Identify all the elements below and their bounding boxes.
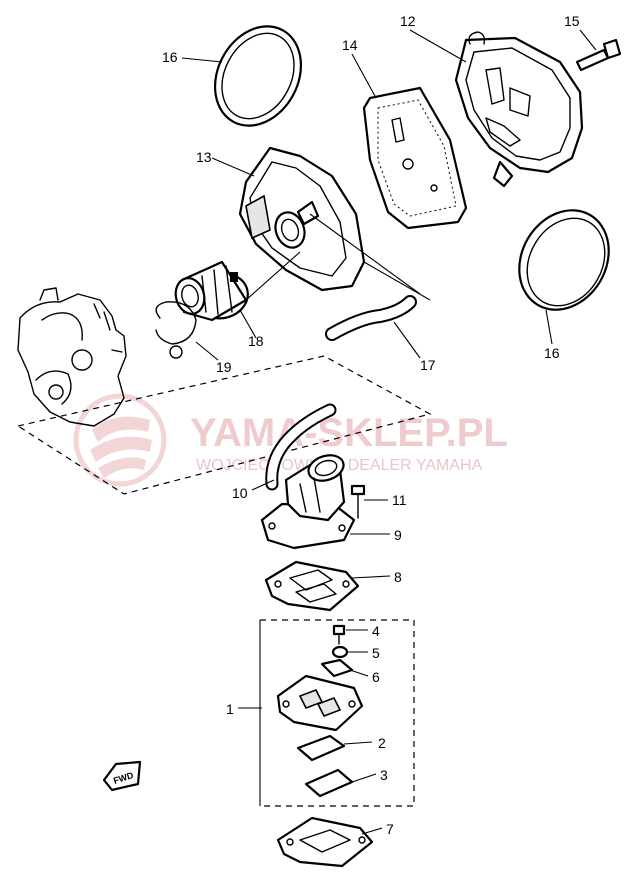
part-15-screw [575,38,622,72]
callout-15: 15 [564,13,580,29]
engine-block-silhouette [17,287,127,427]
watermark-title: YAMA-SKLEP.PL [190,411,508,455]
callout-10: 10 [232,485,248,501]
part-16-cover-left [213,25,303,127]
callout-numbers: 16 12 15 14 13 18 19 17 16 10 11 9 8 4 5… [162,13,580,837]
part-16-cover-right [518,209,610,311]
part-5-washer [331,645,349,659]
callout-16-top: 16 [162,49,178,65]
part-4-screw [332,624,346,645]
part-19-clamp [155,301,197,359]
part-18-joint [174,260,249,322]
leader-lines [181,29,597,835]
watermark-logo [73,393,167,487]
callout-12: 12 [400,13,416,29]
part-12-air-case [454,31,584,188]
part-6-stopper [320,658,354,678]
part-7-gasket [276,816,374,868]
callout-5: 5 [372,645,380,661]
fwd-direction-marker: FWD [102,760,142,792]
callout-7: 7 [386,821,394,837]
part-13-airbox-cover [238,146,366,292]
part-2-reed [296,734,346,762]
callout-16-right: 16 [544,345,560,361]
callout-8: 8 [394,569,402,585]
callout-19: 19 [216,359,232,375]
callout-9: 9 [394,527,402,543]
callout-1: 1 [226,701,234,717]
callout-11: 11 [392,492,407,508]
part-3-reed [304,768,354,798]
part-9-intake-manifold [260,454,356,550]
part-1-reed-valve-assy [276,674,364,732]
callout-18: 18 [248,333,264,349]
callout-4: 4 [372,623,380,639]
callout-14: 14 [342,37,358,53]
part-14-element [362,86,468,230]
part-8-gasket [264,560,360,612]
part-11-bolt [350,484,366,519]
callout-13: 13 [196,149,212,165]
callout-2: 2 [378,735,386,751]
part-10-vent-hose [265,403,337,491]
part-17-hose [325,295,417,341]
callout-17: 17 [420,357,436,373]
callout-3: 3 [380,767,388,783]
callout-6: 6 [372,669,380,685]
assembly-guides [16,213,432,807]
